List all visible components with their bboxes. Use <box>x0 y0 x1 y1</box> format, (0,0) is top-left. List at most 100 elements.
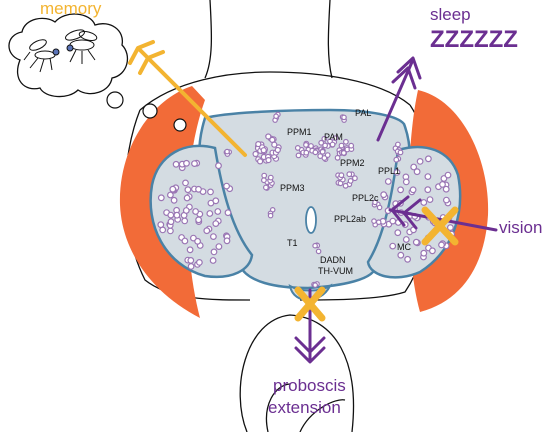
neuron-dot <box>442 185 450 193</box>
cluster-labels: PAL PPM1 PAM PPM2 PPL1 PPM3 PPL2c PPL2ab… <box>280 108 411 276</box>
neuron-dot <box>341 114 347 121</box>
label-ppm3: PPM3 <box>280 183 305 193</box>
neuron-dot <box>265 157 272 164</box>
neuron-dot <box>263 184 269 191</box>
neuron-dot <box>167 211 175 219</box>
neuron-dot <box>172 160 180 168</box>
neuron-dot <box>340 149 347 156</box>
label-ppm2: PPM2 <box>340 158 365 168</box>
neuron-dot <box>206 210 214 217</box>
esophageal-foramen <box>305 206 317 234</box>
neuron-dot <box>397 186 405 194</box>
neuron-dot <box>338 142 345 149</box>
neuron-dot <box>261 177 267 184</box>
neuron-dot <box>347 177 354 184</box>
neuron-dot <box>157 194 165 202</box>
neuron-dot <box>439 180 446 188</box>
neuron-dot <box>438 241 445 249</box>
neuron-dot <box>267 212 274 219</box>
neuron-dot <box>210 248 218 256</box>
neuron-dot <box>444 171 452 179</box>
label-ppl2c: PPL2c <box>352 193 379 203</box>
neuron-dot <box>342 182 349 189</box>
neuron-dot <box>207 188 214 196</box>
neuron-dot <box>394 229 402 237</box>
neuron-dot <box>397 149 404 156</box>
neuron-dot <box>412 238 420 246</box>
neuron-dot <box>166 191 174 199</box>
label-extension: extension <box>268 398 341 417</box>
neuron-dot <box>338 172 345 179</box>
neuron-dot <box>416 157 424 165</box>
neuron-dot <box>260 147 267 154</box>
neuron-dot <box>209 257 217 264</box>
neuron-dot <box>402 236 410 243</box>
neuron-dot <box>257 158 264 165</box>
neuron-dot <box>308 143 314 149</box>
label-proboscis: proboscis <box>273 376 346 395</box>
neuron-dot <box>252 150 259 158</box>
neuron-dot <box>212 197 220 205</box>
label-t1: T1 <box>287 238 298 248</box>
neuron-dot <box>186 246 194 254</box>
neuron-dot <box>404 255 412 263</box>
neuron-dot <box>429 247 436 255</box>
neuron-dot <box>420 249 428 257</box>
label-dadn: DADN <box>320 255 346 265</box>
neuron-dot <box>274 146 281 154</box>
neuron-dot <box>389 242 397 250</box>
neuron-dot <box>167 218 175 226</box>
neuron-dot <box>384 178 392 185</box>
neuron-dot <box>321 135 328 142</box>
neuron-dot <box>312 149 319 156</box>
label-zzz: ZZZZZZ <box>430 26 518 53</box>
neuron-dot <box>322 142 329 149</box>
neuron-dot <box>195 259 203 266</box>
label-ppm1: PPM1 <box>287 127 312 137</box>
neuron-dot <box>157 221 165 229</box>
neuron-dot <box>426 196 434 204</box>
neuron-dot <box>395 141 401 148</box>
neuron-dot <box>255 141 262 148</box>
label-ppl1: PPL1 <box>378 166 400 176</box>
sleep-arrow <box>376 56 422 142</box>
neuron-dot <box>443 196 450 204</box>
neuron-dot <box>420 199 428 206</box>
neuron-dot <box>424 186 432 194</box>
neuron-dot <box>214 208 222 215</box>
neuron-dot <box>215 243 223 251</box>
neuron-dot <box>215 162 222 170</box>
neuron-dot <box>409 186 417 194</box>
neuron-dot <box>187 263 195 270</box>
neuron-dot <box>402 178 410 186</box>
neuron-dot <box>312 242 318 249</box>
neuron-dot <box>273 113 279 120</box>
neuron-dot <box>318 139 325 146</box>
neuron-dot <box>187 257 195 264</box>
neuron-dot <box>413 168 421 176</box>
neuron-dot <box>203 227 211 235</box>
neuron-dot <box>447 224 454 232</box>
neuron-dot <box>183 159 190 167</box>
memory-arrow <box>128 40 247 157</box>
neuron-dot <box>317 153 324 160</box>
neuron-dot <box>182 207 190 214</box>
label-vision: vision <box>499 218 542 237</box>
thought-cloud-flies-icon <box>8 13 187 132</box>
neuron-dot <box>393 168 401 176</box>
neuron-dot <box>224 148 230 155</box>
neuron-dot <box>223 182 231 190</box>
label-th-vum: TH-VUM <box>318 266 353 276</box>
label-mc: MC <box>397 242 411 252</box>
neuron-dot <box>265 133 272 140</box>
neuron-dot <box>181 237 189 245</box>
neuron-dot <box>261 172 268 179</box>
neuron-dot <box>312 282 319 288</box>
proboscis-block-x-icon <box>294 286 326 322</box>
neuron-dot <box>376 204 383 211</box>
neuron-dot <box>269 136 276 143</box>
neuron-dot <box>182 179 189 187</box>
neuron-dot <box>389 217 397 225</box>
neuron-dot <box>332 135 339 142</box>
